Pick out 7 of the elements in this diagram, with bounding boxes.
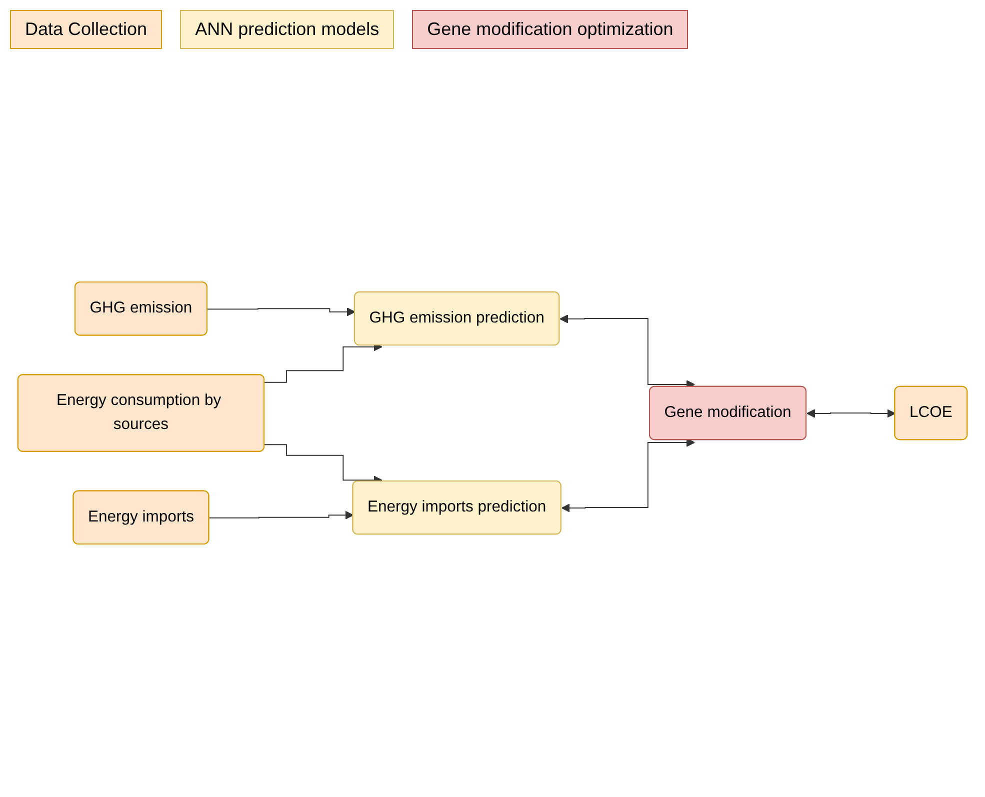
legend-key: Gene modification optimization [412, 10, 688, 49]
arrow [561, 438, 695, 512]
legend-key: Data Collection [10, 10, 162, 49]
arrow [208, 510, 354, 520]
arrow [206, 308, 356, 316]
arrow [806, 409, 896, 418]
legend-key: ANN prediction models [180, 10, 394, 49]
